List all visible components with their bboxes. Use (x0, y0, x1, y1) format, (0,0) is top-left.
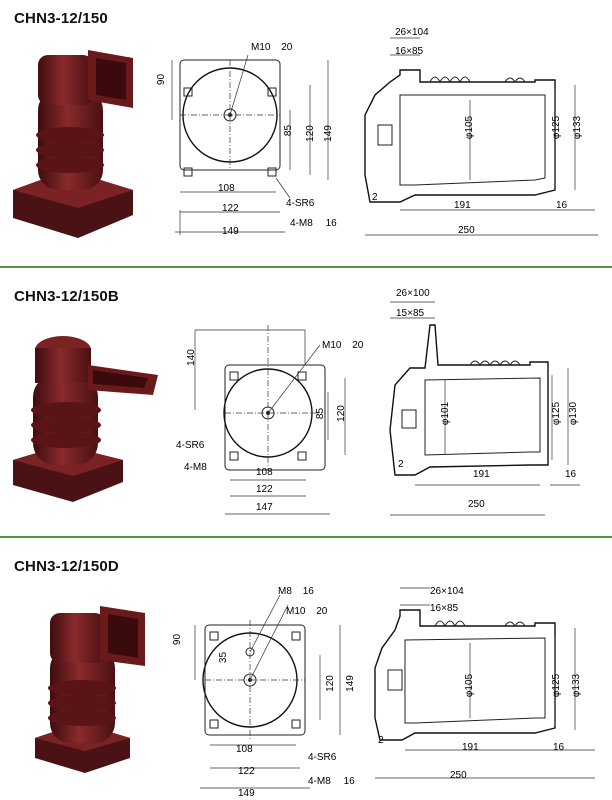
label-16x85: 16×85 (430, 603, 459, 614)
label-149h: 149 (238, 788, 255, 799)
label-2: 2 (398, 459, 404, 470)
product-photo (13, 336, 158, 502)
side-view-drawing (389, 301, 580, 516)
side-view-drawing (374, 587, 595, 779)
label-191: 191 (454, 200, 471, 211)
label-149h: 149 (222, 226, 239, 237)
label-26x100: 26×100 (396, 288, 430, 299)
label-sr6: 4-SR6 (176, 440, 205, 451)
label-250: 250 (450, 770, 467, 781)
label-m8-top: M8 16 (278, 586, 314, 597)
section-chn3-12-150: CHN3-12/150 M10 20 (0, 0, 612, 265)
label-2: 2 (378, 735, 384, 746)
section-title: CHN3-12/150 (14, 10, 108, 27)
label-120: 120 (335, 405, 347, 422)
label-m10: M10 20 (251, 42, 293, 53)
label-149v: 149 (322, 125, 334, 142)
label-phi133: φ133 (572, 115, 584, 140)
label-16: 16 (553, 742, 565, 753)
label-122: 122 (256, 484, 273, 495)
label-16x85: 16×85 (395, 46, 424, 57)
label-m8: 4-M8 16 (290, 218, 337, 229)
section-title: CHN3-12/150D (14, 558, 119, 575)
label-26x104: 26×104 (395, 27, 429, 38)
front-view-drawing (171, 54, 329, 235)
label-phi133: φ133 (571, 673, 583, 698)
section-chn3-12-150d: CHN3-12/150D M8 16 M10 2 (0, 540, 612, 800)
label-250: 250 (468, 499, 485, 510)
label-26x104: 26×104 (430, 586, 464, 597)
section-title: CHN3-12/150B (14, 288, 119, 305)
label-250: 250 (458, 225, 475, 236)
side-view-drawing (364, 37, 598, 236)
product-photo (13, 50, 133, 238)
label-phi130: φ130 (568, 401, 580, 426)
label-108: 108 (256, 467, 273, 478)
product-photo (35, 606, 145, 773)
label-sr6: 4-SR6 (286, 198, 315, 209)
label-m8: 4-M8 (184, 462, 207, 473)
label-phi101: φ101 (440, 401, 452, 426)
label-108: 108 (236, 744, 253, 755)
label-m10: M10 20 (286, 606, 328, 617)
label-147: 147 (256, 502, 273, 513)
label-phi105: φ105 (464, 673, 476, 698)
label-sr6: 4-SR6 (308, 752, 337, 763)
section-chn3-12-150b: CHN3-12/150B M10 20 140 (0, 270, 612, 535)
label-108: 108 (218, 183, 235, 194)
label-140: 140 (185, 349, 197, 366)
label-90: 90 (172, 633, 184, 646)
label-16: 16 (565, 469, 577, 480)
label-120: 120 (304, 125, 316, 142)
front-view-drawing (194, 325, 346, 515)
label-122: 122 (222, 203, 239, 214)
label-2: 2 (372, 192, 378, 203)
label-149v: 149 (344, 675, 356, 692)
label-191: 191 (462, 742, 479, 753)
label-15x85: 15×85 (396, 308, 425, 319)
label-m8: 4-M8 16 (308, 776, 355, 787)
label-35: 35 (218, 651, 230, 664)
label-16: 16 (556, 200, 568, 211)
label-85: 85 (283, 124, 295, 137)
section-divider (0, 266, 612, 268)
label-phi125: φ125 (551, 115, 563, 140)
label-85: 85 (315, 407, 327, 420)
label-phi125: φ125 (551, 401, 563, 426)
label-phi105: φ105 (464, 115, 476, 140)
front-view-drawing (194, 594, 341, 789)
label-120: 120 (324, 675, 336, 692)
label-m10: M10 20 (322, 340, 364, 351)
label-90: 90 (156, 73, 168, 86)
label-191: 191 (473, 469, 490, 480)
section-divider (0, 536, 612, 538)
label-122: 122 (238, 766, 255, 777)
label-phi125: φ125 (551, 673, 563, 698)
